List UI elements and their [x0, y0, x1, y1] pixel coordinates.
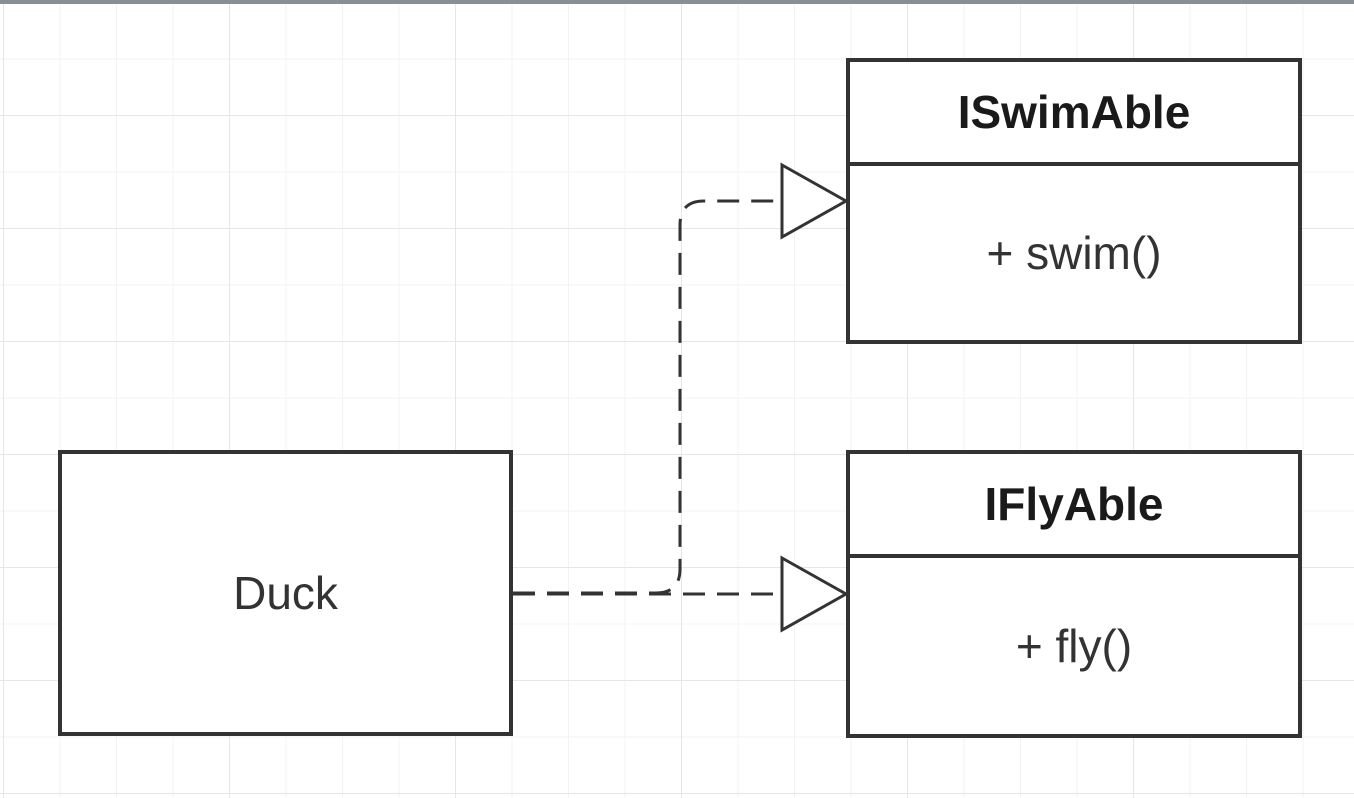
realization-line-duck-to-iswimable[interactable] — [513, 199, 782, 595]
realization-arrowhead-iswimable — [780, 162, 850, 240]
class-name-duck: Duck — [233, 567, 338, 619]
realization-arrowhead-iflyable — [780, 555, 850, 633]
method-swim: + swim() — [986, 227, 1162, 279]
interface-box-iflyable[interactable]: IFlyAble + fly() — [846, 450, 1302, 738]
interface-body-iswimable: + swim() — [850, 166, 1298, 340]
method-fly: + fly() — [1015, 620, 1133, 672]
interface-body-iflyable: + fly() — [850, 558, 1298, 734]
interface-header-iswimable: ISwimAble — [850, 62, 1298, 166]
class-box-duck[interactable]: Duck — [58, 450, 513, 736]
canvas-top-border — [0, 0, 1354, 4]
interface-name-iswimable: ISwimAble — [957, 86, 1191, 138]
interface-name-iflyable: IFlyAble — [984, 478, 1164, 530]
interface-box-iswimable[interactable]: ISwimAble + swim() — [846, 58, 1302, 344]
interface-header-iflyable: IFlyAble — [850, 454, 1298, 558]
